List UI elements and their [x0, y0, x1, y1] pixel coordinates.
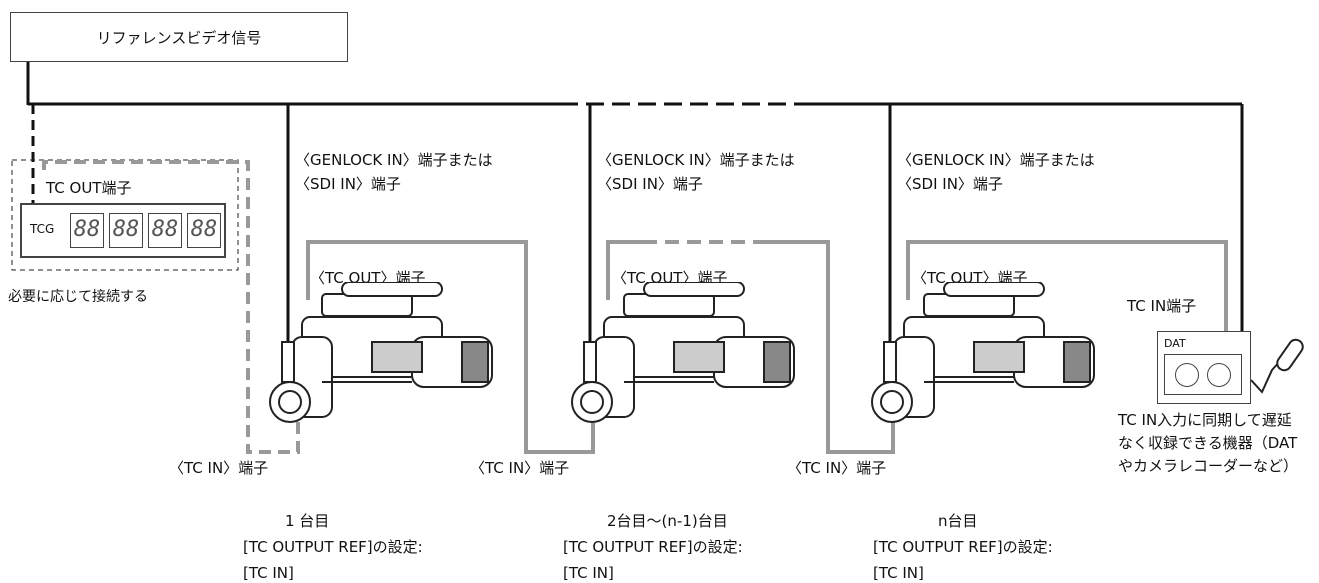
camera-2-sdi-label: 〈SDI IN〉端子	[597, 175, 703, 193]
dat-cassette	[1164, 354, 1242, 395]
reference-signal-label: リファレンスビデオ信号	[96, 28, 262, 47]
tcg-digit: 88	[187, 213, 221, 248]
camera-2-genlock-label: 〈GENLOCK IN〉端子または	[597, 151, 795, 169]
tcg-digit: 88	[70, 213, 104, 248]
dat-reel-icon	[1175, 363, 1199, 387]
camera-2-unit: 2台目～(n-1)台目	[607, 512, 728, 530]
dat-caption-line-2: なく収録できる機器（DAT	[1118, 434, 1298, 452]
camera-1-setting: [TC OUTPUT REF]の設定:	[243, 538, 423, 556]
camera-1-sdi-label: 〈SDI IN〉端子	[295, 175, 401, 193]
tcg-port-label: TC OUT端子	[46, 179, 132, 197]
camera-1-tc-in-label: 〈TC IN〉端子	[169, 459, 269, 477]
dat-port-label: TC IN端子	[1127, 297, 1197, 315]
camera-3-icon	[871, 282, 1095, 423]
dat-caption-line-3: やカメラレコーダーなど）	[1118, 457, 1299, 475]
camera-3-genlock-label: 〈GENLOCK IN〉端子または	[897, 151, 1095, 169]
camera-3-unit: n台目	[938, 512, 978, 530]
reference-signal-box: リファレンスビデオ信号	[10, 12, 348, 62]
camera-2-icon	[571, 282, 795, 423]
tcg-digit: 88	[148, 213, 182, 248]
camera-3-sdi-label: 〈SDI IN〉端子	[897, 175, 1003, 193]
dat-device: DAT	[1157, 331, 1251, 404]
camera-2-setting: [TC OUTPUT REF]の設定:	[563, 538, 743, 556]
camera-1-icon	[269, 282, 493, 423]
camera-3-value: [TC IN]	[873, 564, 924, 582]
camera-3-setting: [TC OUTPUT REF]の設定:	[873, 538, 1053, 556]
camera-2-value: [TC IN]	[563, 564, 614, 582]
camera-3-tc-in-label: 〈TC IN〉端子	[787, 459, 887, 477]
tcg-display: 88 88 88 88	[70, 213, 221, 248]
tcg-device: TCG 88 88 88 88	[20, 203, 226, 258]
camera-1-value: [TC IN]	[243, 564, 294, 582]
camera-2-tc-in-label: 〈TC IN〉端子	[470, 459, 570, 477]
dat-reel-icon	[1207, 363, 1231, 387]
dat-caption-line-1: TC IN入力に同期して遅延	[1118, 411, 1292, 429]
camera-1-unit: 1 台目	[285, 512, 330, 530]
dat-label: DAT	[1164, 337, 1186, 350]
tcg-label: TCG	[30, 222, 55, 236]
tcg-digit: 88	[109, 213, 143, 248]
camera-1-genlock-label: 〈GENLOCK IN〉端子または	[295, 151, 493, 169]
tcg-note: 必要に応じて接続する	[8, 289, 148, 305]
